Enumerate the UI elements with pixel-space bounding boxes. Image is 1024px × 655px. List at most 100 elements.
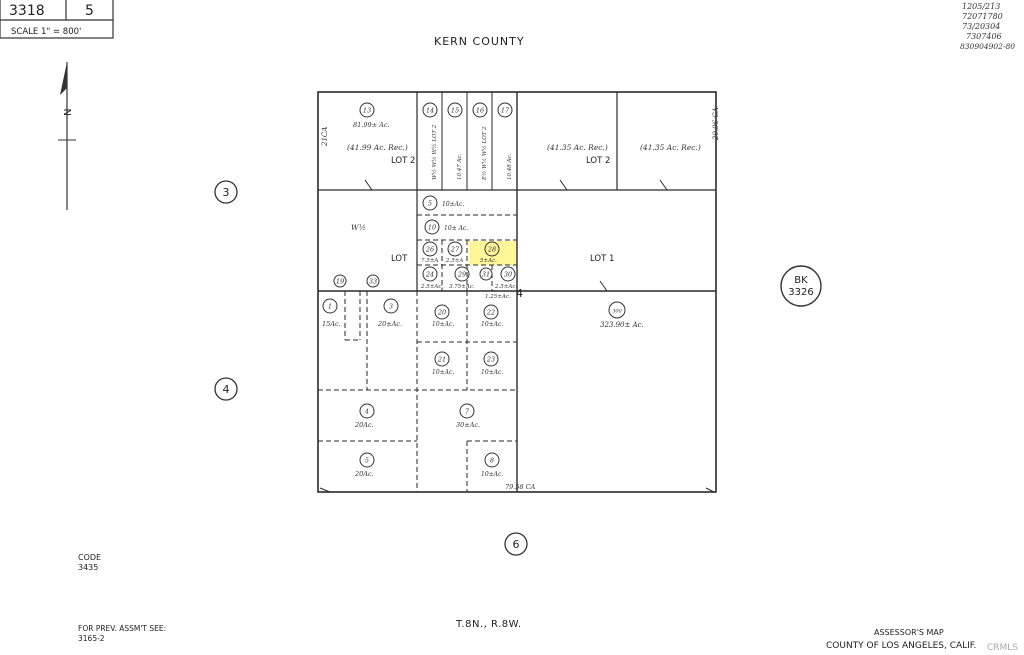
parcel-number: 20: [437, 309, 446, 317]
parcel-circle: [424, 219, 440, 235]
north-label: N: [63, 109, 74, 116]
parcel-area: 10±Ac.: [481, 471, 503, 478]
parcel-number: 27: [450, 246, 460, 254]
section-marker: 6: [504, 532, 528, 556]
section-marker: 3: [214, 180, 238, 204]
parcel-circle: [359, 452, 375, 468]
svg-text:6: 6: [513, 538, 520, 551]
parcel-number: 17: [501, 107, 510, 115]
book-ref-prefix: BK: [794, 275, 808, 286]
parcel-p20[interactable]: 20 10±Ac.: [432, 304, 454, 328]
parcel-number: 16: [476, 107, 484, 115]
parcel-area: 10±Ac.: [481, 321, 503, 328]
parcel-number: 24: [425, 271, 434, 279]
parcel-circle: [422, 241, 438, 257]
lot-label: LOT 1: [590, 254, 614, 264]
parcel-area: 15Ac.: [322, 320, 341, 328]
parcel-number: 10: [428, 224, 436, 232]
parcel-number: 8: [490, 457, 494, 465]
parcel-circle: [454, 266, 470, 282]
parcel-p30[interactable]: 302.5±Ac.: [494, 266, 517, 290]
parcel-circle: [359, 403, 375, 419]
county-north-label: KERN COUNTY: [434, 35, 525, 48]
parcel-circle: [434, 304, 450, 320]
parcel-circle: [422, 102, 438, 118]
parcel-p26[interactable]: 267.5±A: [421, 241, 438, 264]
page-number: 5: [85, 3, 94, 19]
highlighted-parcel[interactable]: [469, 241, 517, 265]
record-area: (41.35 Ac. Rec.): [547, 143, 608, 152]
parcel-p27[interactable]: 27 2.5±A: [445, 241, 463, 264]
prev-assessment-value: 3165-2: [78, 634, 105, 643]
corner-notes: 1205/213 72071780 73/20304 7307406 83090…: [960, 2, 1015, 51]
parcel-area: 2.5±A: [445, 258, 463, 264]
parcel-p22[interactable]: 22 10±Ac.: [481, 304, 503, 328]
parcel-circle: [483, 351, 499, 367]
half-label: W½: [351, 223, 366, 232]
parcel-number: 29: [457, 271, 466, 279]
parcel-p28[interactable]: 285±Ac.: [480, 241, 500, 264]
book-reference[interactable]: BK 3326: [780, 265, 822, 307]
parcel-number: 4: [364, 408, 369, 416]
parcel-area: 10.47 Ac.: [457, 153, 463, 180]
parcel-number: 22: [486, 309, 495, 317]
parcel-number: 7: [465, 408, 470, 416]
parcel-p33[interactable]: 33: [366, 274, 380, 288]
parcel-number: 5: [365, 457, 369, 465]
parcel-area: 30±Ac.: [456, 421, 480, 429]
parcel-circle: [333, 274, 347, 288]
north-arrow-icon: N: [58, 62, 76, 210]
parcel-p7[interactable]: 7 30±Ac.: [456, 403, 480, 429]
parcel-area: 20±Ac.: [377, 320, 402, 328]
parcel-p17[interactable]: 17 10.48 Ac.: [497, 102, 513, 180]
parcel-p29[interactable]: 293.75±Ac.: [449, 266, 475, 290]
code-value: 3435: [78, 563, 98, 572]
parcel-number: 300: [612, 309, 622, 315]
parcel-area: 2.5±Ac.: [420, 284, 443, 290]
corner-note: 73/20304: [962, 22, 1000, 31]
parcel-area: 10±Ac.: [432, 369, 454, 376]
parcel-number: 23: [486, 356, 495, 364]
parcel-area: 10±Ac.: [432, 321, 454, 328]
parcel-p31[interactable]: 31: [479, 267, 493, 281]
left-margin-note: 21CA: [321, 127, 329, 147]
parcel-circle: [322, 298, 338, 314]
parcel-circle: [608, 301, 626, 319]
parcel-p5bot[interactable]: 5 20Ac.: [354, 452, 375, 478]
book-number: 3318: [9, 3, 45, 19]
parcel-number: 13: [363, 107, 371, 115]
parcel-p3[interactable]: 320±Ac.: [377, 298, 402, 328]
parcel-p19[interactable]: 19: [333, 274, 347, 288]
parcel-p8[interactable]: 8 10±Ac.: [481, 452, 503, 478]
parcel-circle: [383, 298, 399, 314]
parcel-circle: [479, 267, 493, 281]
parcel-number: 28: [487, 246, 496, 254]
code-label: CODE: [78, 553, 101, 562]
section-grid: [317, 91, 717, 493]
lot-label: LOT 2: [391, 156, 415, 166]
lot-label: LOT 2: [586, 156, 610, 166]
parcel-p24[interactable]: 24 2.5±Ac.: [420, 266, 443, 290]
header-box: 3318 5 SCALE 1" = 800': [0, 0, 114, 39]
parcel-area: 20Ac.: [354, 470, 374, 478]
township-range: T.8N., R.8W.: [455, 619, 522, 630]
county-title: COUNTY OF LOS ANGELES, CALIF.: [826, 641, 976, 651]
parcel-area: 10.48 Ac.: [507, 153, 513, 180]
parcel-circle: [359, 102, 375, 118]
record-area: (41.35 Ac. Rec.): [640, 143, 701, 152]
bottom-edge-note: 79.58 CA: [505, 483, 536, 491]
parcel-number: 19: [336, 278, 344, 286]
parcel-circle: [484, 241, 500, 257]
